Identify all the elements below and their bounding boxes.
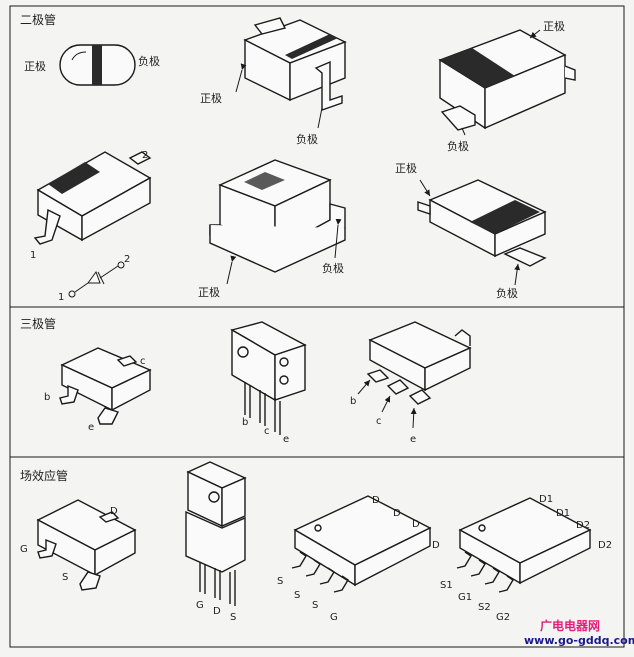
label-cathode: 负极 xyxy=(296,132,318,146)
label-anode: 正极 xyxy=(395,161,417,175)
pin-label: c xyxy=(140,356,146,367)
sot23-transistor xyxy=(59,347,152,425)
section-title-transistors: 三极管 xyxy=(20,316,56,331)
to3p-transistor xyxy=(230,321,307,435)
pin-label: D xyxy=(432,540,440,551)
sot89-transistor xyxy=(366,321,472,405)
pin-label: 2 xyxy=(124,254,130,265)
arrow-cathode xyxy=(514,263,521,286)
pin-label: G2 xyxy=(496,612,510,623)
pin-label: S xyxy=(62,572,68,583)
smd-diode-left xyxy=(33,151,152,245)
pin-label: D xyxy=(213,606,221,617)
pin-label: S xyxy=(277,576,283,587)
pin-label: b xyxy=(242,417,248,428)
pin-label: S xyxy=(312,600,318,611)
pin-arrow xyxy=(410,407,417,429)
pin-label: D2 xyxy=(598,540,612,551)
diode-symbol xyxy=(68,261,125,298)
arrow-cathode xyxy=(317,107,323,129)
pin-label: c xyxy=(264,426,270,437)
pin-label: e xyxy=(88,422,94,433)
cylinder-diode xyxy=(59,44,136,86)
pin-label: D1 xyxy=(539,494,553,505)
section-title-diodes: 二极管 xyxy=(20,12,56,27)
watermark-url: www.go-gddq.com xyxy=(524,634,634,647)
pin-arrow xyxy=(357,379,371,395)
pin-label: e xyxy=(410,434,416,445)
pin-label: G xyxy=(330,612,338,623)
pin-label: 1 xyxy=(30,250,36,261)
to220-fet xyxy=(185,461,247,606)
label-anode: 正极 xyxy=(543,19,565,33)
smd-diode-center xyxy=(209,159,346,273)
smd-diode-right-bottom xyxy=(417,179,547,267)
pin-label: 1 xyxy=(58,292,64,303)
pin-label: c xyxy=(376,416,382,427)
arrow-anode xyxy=(419,179,431,197)
pin-label: D xyxy=(110,506,118,517)
pin-label: 2 xyxy=(142,150,148,161)
smd-diode-right xyxy=(438,29,576,131)
pin-label: S2 xyxy=(478,602,491,613)
pin-label: b xyxy=(350,396,356,407)
label-cathode: 负极 xyxy=(447,139,469,153)
pin-label: S xyxy=(294,590,300,601)
pin-label: G1 xyxy=(458,592,472,603)
arrow-anode xyxy=(226,255,237,285)
label-anode: 正极 xyxy=(198,285,220,299)
pin-label: D1 xyxy=(556,508,570,519)
pin-label: D xyxy=(372,495,380,506)
pin-arrow xyxy=(381,395,391,413)
pin-label: G xyxy=(20,544,28,555)
section-title-fets: 场效应管 xyxy=(20,468,68,483)
label-cathode: 负极 xyxy=(138,54,160,68)
label-anode: 正极 xyxy=(200,91,222,105)
sot23-fet xyxy=(36,499,137,591)
arrow-cathode xyxy=(461,127,466,136)
pin-label: S xyxy=(230,612,236,623)
so8-fet-right xyxy=(456,497,592,593)
pin-label: e xyxy=(283,434,289,445)
outer-frame xyxy=(9,5,625,648)
so8-fet-center xyxy=(291,495,432,593)
arrow-anode xyxy=(529,29,541,39)
pin-label: D xyxy=(393,508,401,519)
arrow-anode xyxy=(235,63,247,93)
pin-label: b xyxy=(44,392,50,403)
pin-label: D xyxy=(412,519,420,530)
pin-label: D2 xyxy=(576,520,590,531)
smd-diode-top xyxy=(243,17,347,111)
pin-label: S1 xyxy=(440,580,453,591)
label-cathode: 负极 xyxy=(496,286,518,300)
watermark-brand: 广电电器网 xyxy=(540,618,600,633)
pin-label: G xyxy=(196,600,204,611)
label-anode: 正极 xyxy=(24,59,46,73)
arrow-cathode xyxy=(334,218,342,259)
label-cathode: 负极 xyxy=(322,261,344,275)
